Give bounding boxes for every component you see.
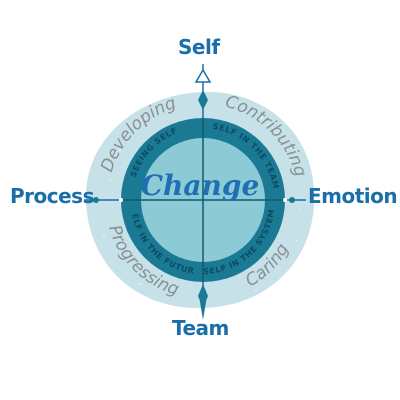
dot-ring-left-icon: [119, 198, 123, 202]
diamond-top-icon: [198, 90, 208, 110]
dot-left-icon: [93, 197, 99, 203]
axis-label-process: Process: [10, 184, 95, 208]
axis-label-emotion: Emotion: [308, 184, 398, 208]
axis-label-self: Self: [178, 35, 220, 59]
dot-ring-right-icon: [283, 198, 287, 202]
blob-speckles: [103, 116, 301, 291]
center-word: Change: [140, 169, 260, 202]
spike-bottom-icon: [199, 296, 207, 320]
dot-right-icon: [289, 197, 295, 203]
axis-label-team: Team: [172, 316, 229, 340]
north-pointer-icon: [194, 68, 212, 83]
